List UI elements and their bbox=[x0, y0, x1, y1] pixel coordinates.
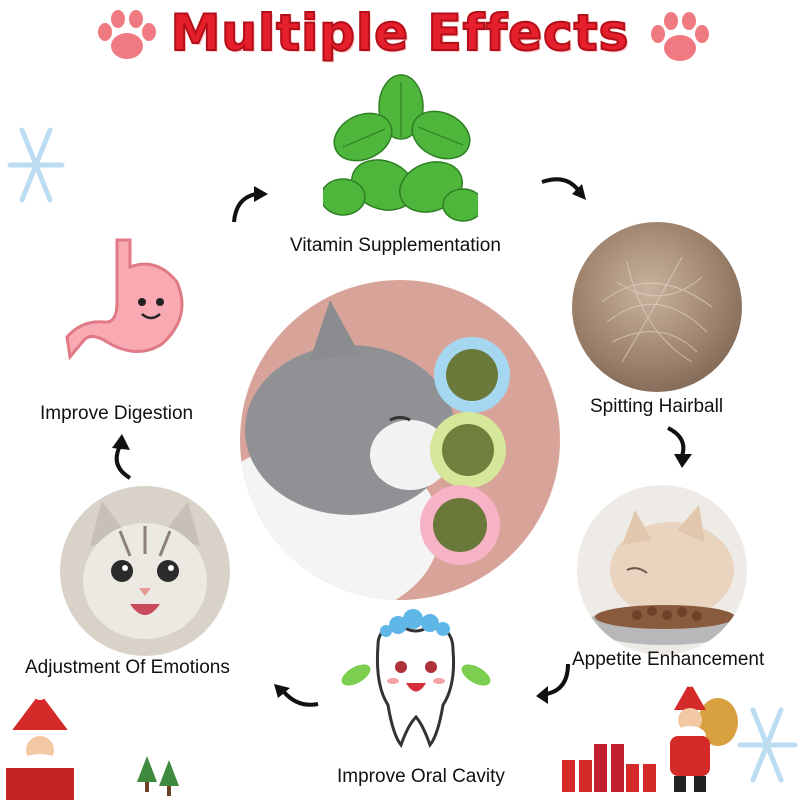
label-spitting-hairball: Spitting Hairball bbox=[590, 396, 724, 417]
arrow-icon bbox=[232, 186, 268, 223]
tree-icon bbox=[137, 756, 179, 796]
paw-print-icon bbox=[98, 10, 156, 59]
cat-eating-icon bbox=[585, 505, 745, 645]
santa-with-sack-icon bbox=[670, 680, 738, 792]
cat-eating-image bbox=[577, 485, 747, 655]
tooth-icon bbox=[341, 609, 491, 749]
mint-leaves-image bbox=[323, 67, 478, 225]
arrow-icon bbox=[667, 426, 692, 468]
label-vitamin-supplementation: Vitamin Supplementation bbox=[290, 235, 501, 256]
page-title: Multiple Effects bbox=[170, 3, 630, 63]
tooth-image bbox=[338, 605, 493, 755]
arrow-icon bbox=[541, 177, 586, 200]
stomach-image bbox=[62, 232, 197, 367]
arrow-icon bbox=[112, 434, 132, 480]
center-cat-image bbox=[240, 280, 560, 600]
label-appetite-enhancement: Appetite Enhancement bbox=[572, 649, 765, 670]
arrow-icon bbox=[536, 663, 570, 704]
cat-licking-catnip-icon bbox=[240, 300, 510, 600]
snowflake-icon bbox=[7, 127, 65, 203]
snowflake-icon bbox=[737, 707, 798, 783]
paw-print-icon bbox=[651, 12, 709, 61]
stomach-icon bbox=[65, 238, 184, 361]
mint-leaves-icon bbox=[323, 74, 478, 222]
label-improve-oral-cavity: Improve Oral Cavity bbox=[337, 766, 505, 787]
happy-cat-icon bbox=[83, 501, 207, 639]
label-adjustment-of-emotions: Adjustment Of Emotions bbox=[25, 657, 230, 678]
hairball-image bbox=[572, 222, 742, 392]
label-improve-digestion: Improve Digestion bbox=[40, 403, 194, 424]
arrow-icon bbox=[274, 684, 319, 707]
gift-boxes-icon bbox=[562, 744, 656, 792]
santa-icon bbox=[6, 688, 74, 800]
happy-cat-image bbox=[60, 486, 230, 656]
hairball-icon bbox=[601, 256, 713, 363]
